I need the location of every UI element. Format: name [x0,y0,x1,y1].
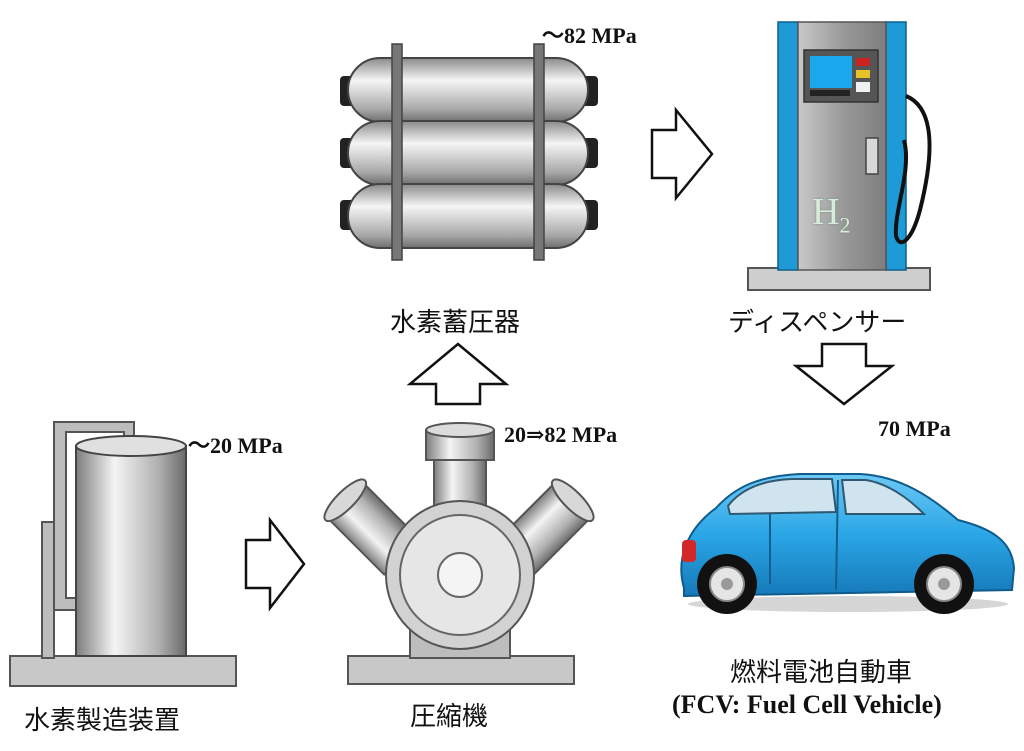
storage-pressure: ～82 MPa [542,23,637,48]
fuel-cell-vehicle [680,473,1016,614]
hydrogen-production-unit [9,421,237,687]
vehicle-sublabel: (FCV: Fuel Cell Vehicle) [672,690,942,719]
car-rear-window [726,478,838,516]
vehicle-pressure: 70 MPa [878,416,951,441]
dispenser-base [747,267,931,291]
dispenser-screen [810,56,852,88]
storage-band-right [533,43,545,261]
vehicle-label: 燃料電池自動車 [730,658,913,688]
h2-symbol: H2 [812,191,851,238]
storage-label: 水素蓄圧器 [390,308,521,338]
car-front-window [840,479,927,515]
production-side-pipe [41,521,55,659]
hydrogen-storage [340,43,598,261]
production-pressure: ～20 MPa [188,433,283,458]
flow-arrow-right-2 [650,106,714,202]
nozzle-holder [865,137,879,175]
dispenser-label: ディスペンサー [728,308,907,338]
compressor-label: 圧縮機 [410,702,489,732]
dispenser-hose [893,94,932,245]
storage-band-left [391,43,403,261]
production-label: 水素製造装置 [24,706,181,736]
compressor-hub [437,552,483,598]
flow-arrow-up [406,342,510,406]
production-base [9,655,237,687]
flow-arrow-right-1 [244,516,306,612]
compressor-pressure: 20⇒82 MPa [504,422,618,447]
production-tank-top [75,435,187,457]
compressor [323,422,595,685]
compressor-base [347,655,575,685]
production-tank [75,445,187,657]
dispenser [747,21,932,291]
flow-arrow-down [792,342,896,406]
